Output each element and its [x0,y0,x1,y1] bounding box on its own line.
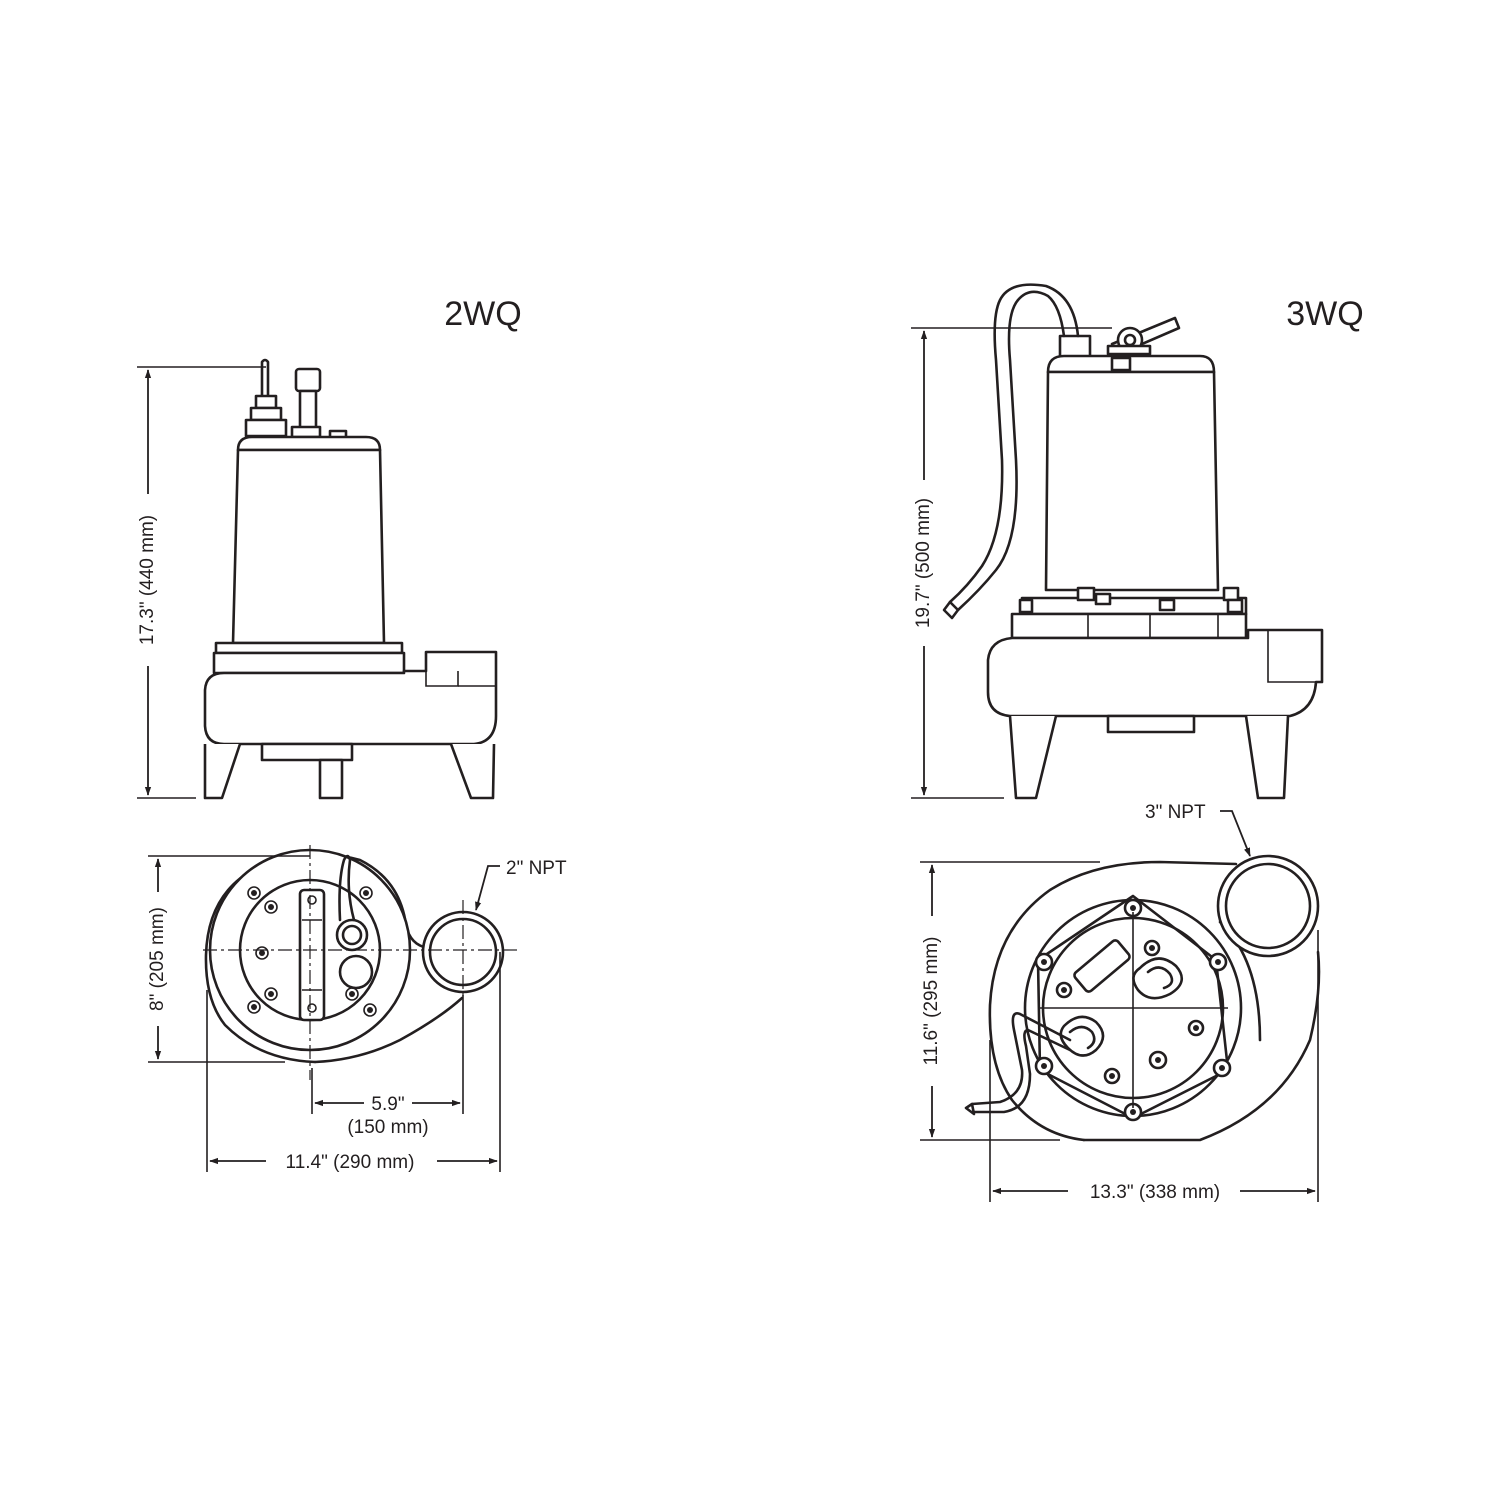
offset-label-mm-2wq: (150 mm) [347,1117,428,1138]
discharge-label-3wq: 3" NPT [1145,802,1206,823]
pump-2wq-side-view [203,358,498,800]
depth-label-3wq: 11.6" (295 mm) [921,937,942,1066]
discharge-callout-3wq: 3" NPT [1145,802,1251,857]
discharge-label-2wq: 2" NPT [506,858,567,879]
dim-3wq-depth: 11.6" (295 mm) [920,861,1100,1141]
model-title-3wq: 3WQ [1286,295,1363,333]
depth-label-2wq: 8" (205 mm) [147,907,168,1011]
flange-bolts-2wq [247,886,377,1017]
model-title-2wq: 2WQ [444,295,521,333]
dim-3wq-height: 19.7" (500 mm) [911,327,1112,799]
height-label-2wq: 17.3" (440 mm) [137,515,158,645]
pump-3wq-side-view [942,283,1324,800]
pump-3wq-top-view [964,854,1321,1142]
dim-3wq-width: 13.3" (338 mm) [989,930,1319,1203]
dim-2wq-width: 11.4" (290 mm) [206,952,501,1173]
dim-2wq-offset: 5.9" (150 mm) [311,995,464,1138]
width-label-2wq: 11.4" (290 mm) [286,1152,415,1173]
offset-label-2wq: 5.9" [371,1094,404,1115]
width-label-3wq: 13.3" (338 mm) [1090,1182,1220,1203]
side-bolts-3wq [1018,586,1244,614]
height-label-3wq: 19.7" (500 mm) [913,498,934,628]
dim-2wq-depth: 8" (205 mm) [147,855,310,1063]
discharge-callout-2wq: 2" NPT [475,858,567,911]
pump-2wq-top-view [203,845,520,1080]
flange-bolts-3wq [1034,898,1232,1122]
dim-2wq-height: 17.3" (440 mm) [137,366,266,799]
